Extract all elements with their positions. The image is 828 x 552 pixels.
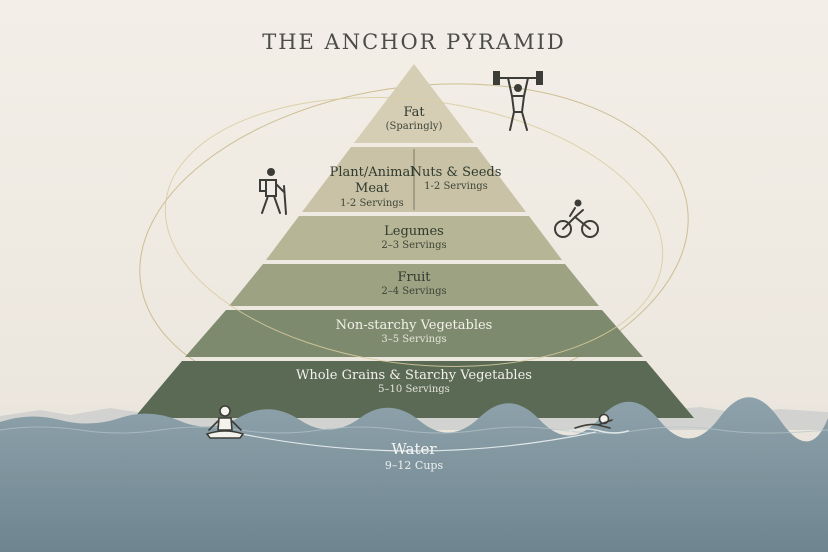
tier-grains <box>134 361 694 418</box>
tier-name: Legumes <box>384 224 444 239</box>
water-servings: 9–12 Cups <box>384 458 444 472</box>
tier-name: Nuts & Seeds <box>410 165 502 180</box>
water-arc <box>231 431 597 452</box>
tier-label-grains: Whole Grains & Starchy Vegetables 5–10 S… <box>296 368 532 397</box>
orbit-ring-inner <box>164 96 664 368</box>
water-label: Water 9–12 Cups <box>385 440 443 473</box>
tier-label-nuts: Nuts & Seeds 1-2 Servings <box>411 165 502 194</box>
swimmer-icon <box>569 413 629 434</box>
water-name: Water <box>391 440 437 458</box>
page-title: THE ANCHOR PYRAMID <box>262 30 566 54</box>
tier-name: Whole Grains & Starchy Vegetables <box>296 368 532 383</box>
tier-servings: 2–3 Servings <box>381 240 447 252</box>
weightlifter-icon <box>493 71 543 131</box>
tier-label-meat: Plant/Animal Meat 1-2 Servings <box>330 165 415 210</box>
tier-servings: 5–10 Servings <box>378 384 450 396</box>
tier-name: Fat <box>403 105 425 120</box>
pyramid-tiers <box>134 64 694 418</box>
tier-name: Non-starchy Vegetables <box>335 318 493 333</box>
tier-vegetables <box>185 310 643 357</box>
meditation-icon <box>205 405 245 439</box>
tier-label-fat: Fat (Sparingly) <box>386 105 443 134</box>
tier-label-legumes: Legumes 2–3 Servings <box>381 224 446 253</box>
tier-servings: 1-2 Servings <box>340 197 404 209</box>
tier-legumes <box>266 216 562 260</box>
cyclist-icon <box>554 199 599 238</box>
tier-name: Meat <box>355 181 389 197</box>
water-wave-line <box>0 426 828 434</box>
tier-servings: 2–4 Servings <box>381 286 447 298</box>
tier-servings: (Sparingly) <box>385 121 443 133</box>
tier-servings: 3–5 Servings <box>381 334 447 346</box>
tier-fruit <box>229 264 599 306</box>
tier-name: Plant/Animal <box>329 165 415 180</box>
tier-fat <box>354 64 474 143</box>
hiker-icon <box>259 168 287 215</box>
tier-label-vegetables: Non-starchy Vegetables 3–5 Servings <box>336 318 493 347</box>
tier-name: Fruit <box>397 270 431 285</box>
water-surface <box>0 397 828 552</box>
tier-servings: 1-2 Servings <box>424 181 488 193</box>
tier-label-fruit: Fruit 2–4 Servings <box>381 270 446 299</box>
